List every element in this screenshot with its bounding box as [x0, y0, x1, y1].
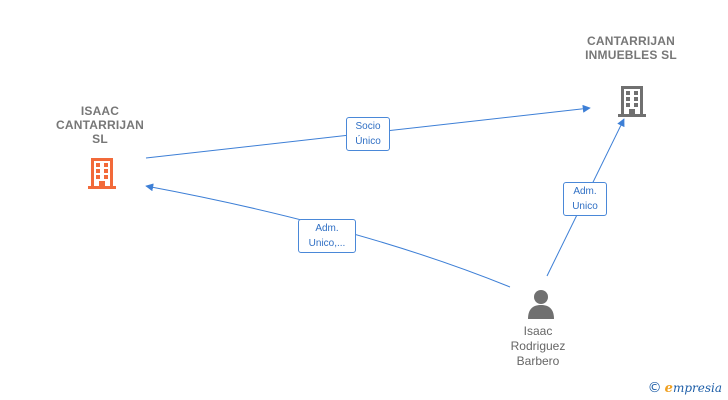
copyright-icon: © — [647, 380, 662, 396]
edge-label-adm-unico-2[interactable]: Adm. Unico — [563, 182, 607, 216]
edge-label-socio-unico[interactable]: Socio Único — [346, 117, 390, 151]
building-icon[interactable] — [616, 84, 648, 118]
person-icon[interactable] — [526, 288, 556, 320]
person-label[interactable]: Isaac Rodriguez Barbero — [510, 324, 566, 368]
brand-logo-initial: e — [664, 381, 673, 396]
building-icon[interactable] — [86, 156, 118, 190]
brand-logo-text: mpresia — [672, 381, 722, 395]
company-2-label[interactable]: CANTARRIJAN INMUEBLES SL — [585, 34, 677, 62]
company-1-label[interactable]: ISAAC CANTARRIJAN SL — [56, 104, 144, 146]
brand-watermark: ©empresia — [648, 380, 722, 396]
edge-label-adm-unico-1[interactable]: Adm. Unico,... — [298, 219, 356, 253]
